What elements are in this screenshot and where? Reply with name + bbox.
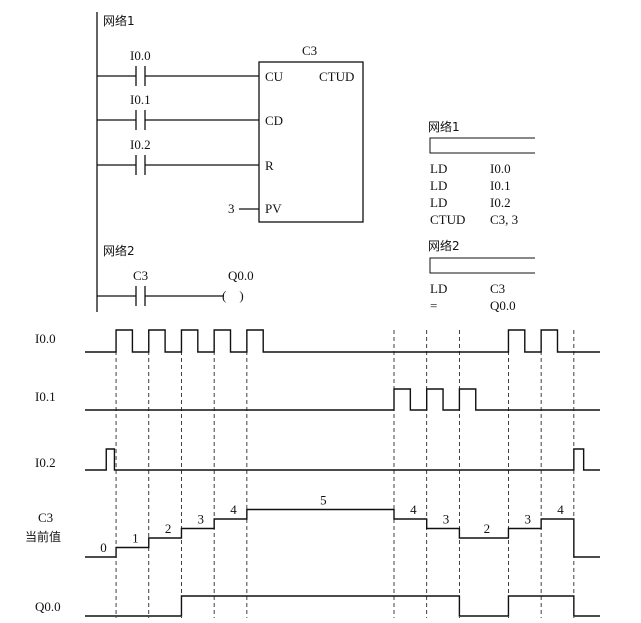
waveform-i02 (85, 448, 600, 471)
stl-op: LD (430, 195, 447, 210)
ladder-diagram: 网络1 I0.0 I0.1 I0.2 C3 CU CTUD CD R PV 3 … (96, 12, 364, 312)
counter-pin-cd: CD (265, 113, 283, 128)
stl-network2-box (429, 257, 535, 274)
c3-value-label: 0 (100, 540, 107, 555)
signal-label-i00: I0.0 (35, 331, 56, 346)
stl-arg: I0.1 (490, 178, 511, 193)
waveform-i00 (85, 329, 600, 353)
timing-diagram: 0 1 2 3 4 5 4 3 2 3 4 I0.0 I0.1 I0.2 C3 当前值 Q0.0 (25, 329, 600, 618)
counter-pin-pv: PV (265, 201, 282, 216)
stl-arg: I0.2 (490, 195, 511, 210)
waveform-c3-current-value (85, 508, 600, 558)
ladder-network2-label: 网络2 (103, 243, 135, 258)
counter-pin-r: R (265, 158, 274, 173)
c3-value-label: 5 (320, 493, 327, 508)
signal-label-i01: I0.1 (35, 389, 56, 404)
signal-sublabel-c3: 当前值 (25, 529, 61, 544)
counter-type: CTUD (319, 69, 354, 84)
coil-symbol: ( ) (222, 288, 244, 303)
stl-op: CTUD (430, 212, 465, 227)
stl-network1-label: 网络1 (428, 119, 460, 134)
counter-pin-cu: CU (265, 69, 284, 84)
c3-value-label: 3 (525, 512, 532, 527)
waveform-q00 (85, 595, 600, 617)
timing-dashed-guides (115, 330, 575, 618)
network2-contact-label: C3 (133, 268, 148, 283)
signal-label-q00: Q0.0 (35, 599, 61, 614)
signal-label-c3: C3 (38, 510, 53, 525)
c3-value-label: 4 (230, 502, 237, 517)
c3-value-label: 2 (484, 521, 491, 536)
contact-i02-label: I0.2 (130, 137, 151, 152)
stl-op: LD (430, 178, 447, 193)
stl-arg: Q0.0 (490, 298, 516, 313)
counter-name: C3 (302, 43, 317, 58)
contact-i00-label: I0.0 (130, 48, 151, 63)
contact-i01-label: I0.1 (130, 92, 151, 107)
stl-arg: C3 (490, 281, 505, 296)
ladder-network1-label: 网络1 (103, 13, 135, 28)
stl-network1-box (429, 137, 535, 154)
counter-box (258, 61, 364, 223)
c3-value-label: 4 (557, 502, 564, 517)
timing-waveforms: 0 1 2 3 4 5 4 3 2 3 4 (85, 329, 600, 617)
c3-value-label: 2 (165, 521, 172, 536)
stl-network2-label: 网络2 (428, 238, 460, 253)
stl-op: LD (430, 281, 447, 296)
stl-op: = (430, 298, 437, 313)
stl-arg: I0.0 (490, 161, 511, 176)
stl-op: LD (430, 161, 447, 176)
coil-label: Q0.0 (228, 268, 254, 283)
signal-label-i02: I0.2 (35, 455, 56, 470)
counter-pv-value: 3 (228, 201, 235, 216)
statement-list: 网络1 LD I0.0 LD I0.1 LD I0.2 CTUD C3, 3 网… (428, 119, 535, 313)
stl-arg: C3, 3 (490, 212, 518, 227)
c3-value-label: 3 (198, 512, 205, 527)
c3-value-label: 1 (132, 531, 139, 546)
c3-value-label: 4 (410, 502, 417, 517)
c3-value-label: 3 (443, 512, 450, 527)
waveform-i01 (85, 388, 600, 411)
